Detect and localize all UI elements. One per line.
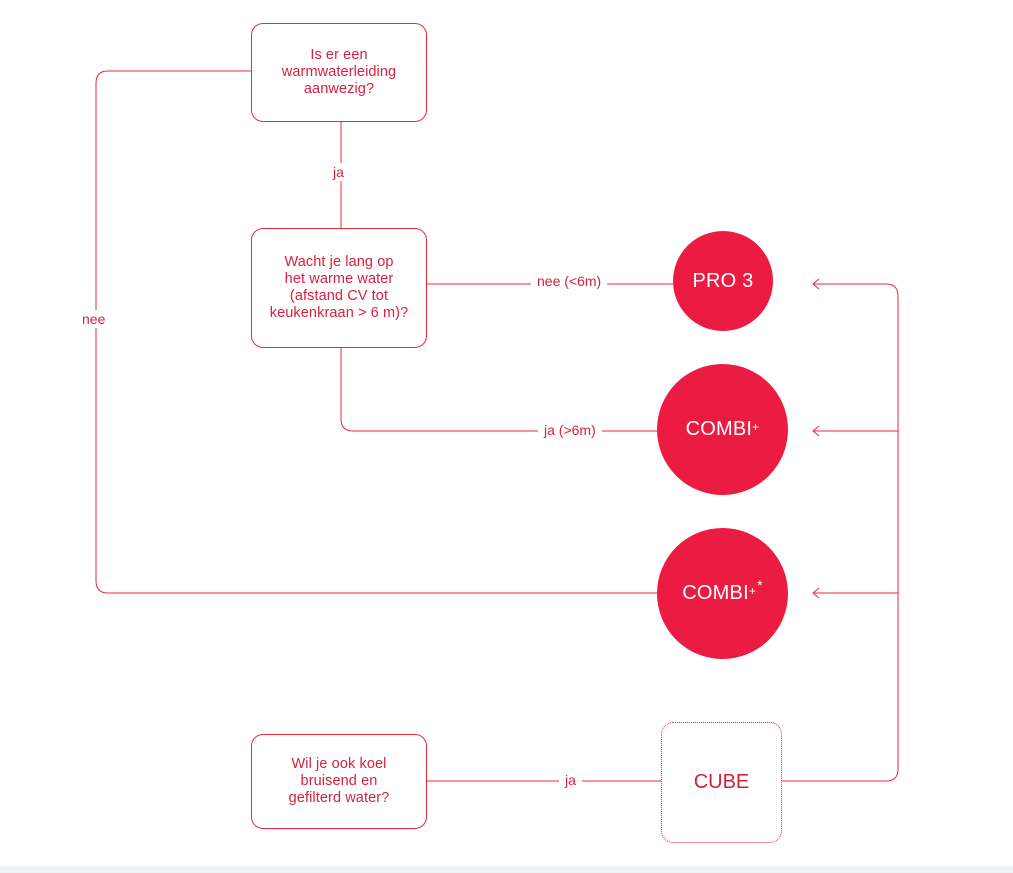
question-sparkling-water: Wil je ook koel bruisend en gefilterd wa…: [251, 734, 427, 829]
label-ja-q1-q2: ja: [327, 163, 350, 181]
connector-q2-combi: [340, 348, 657, 432]
question-hot-water-pipe: Is er een warmwaterleiding aanwezig?: [251, 23, 427, 122]
label-ja-long: ja (>6m): [538, 421, 602, 439]
product-combi-plus-star-sup: +: [748, 583, 757, 598]
product-cube-label: CUBE: [693, 771, 750, 793]
label-nee-short: nee (<6m): [531, 272, 608, 290]
arrowhead-combistar: [812, 587, 820, 599]
label-nee-left: nee: [76, 310, 112, 328]
product-combi-plus-star-label: COMBI: [682, 582, 749, 604]
product-pro3: PRO 3: [673, 231, 773, 331]
connector-nee-loop: [95, 70, 657, 594]
product-combi-plus-star: COMBI+*: [657, 528, 788, 659]
product-combi-plus-label: COMBI: [685, 418, 753, 440]
product-pro3-label: PRO 3: [692, 269, 754, 292]
product-combi-plus-star-asterisk: *: [757, 576, 763, 593]
label-ja-cube: ja: [559, 771, 582, 789]
question-wait-hot-water: Wacht je lang op het warme water (afstan…: [251, 228, 427, 348]
bottom-strip: [0, 866, 1013, 873]
product-cube: CUBE: [661, 722, 782, 843]
product-combi-plus-sup: +: [752, 419, 760, 434]
arrowhead-pro3: [812, 278, 820, 290]
connector-cube-bus: [782, 283, 899, 782]
product-combi-plus: COMBI+: [657, 364, 788, 495]
arrowhead-combi: [812, 425, 820, 437]
